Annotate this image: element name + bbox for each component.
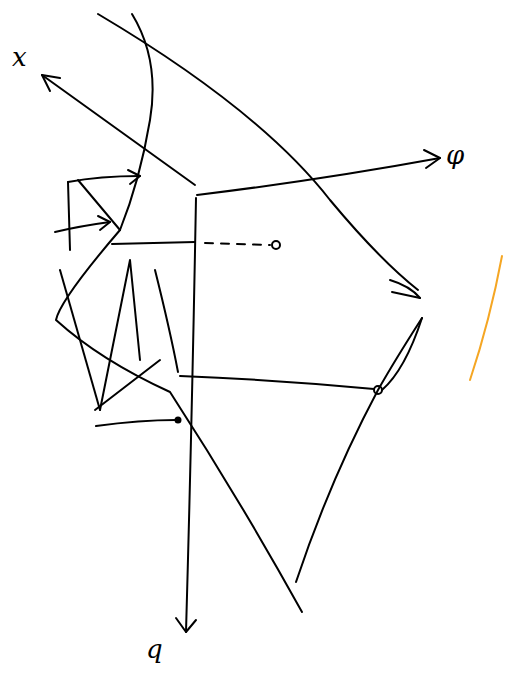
- x-axis: [42, 75, 195, 185]
- axis-label: q: [146, 636, 163, 662]
- spacer: [200, 296, 280, 330]
- slice-line: [382, 318, 422, 390]
- x-arrowhead: [42, 75, 60, 91]
- arrowhead: [98, 216, 110, 230]
- slice-point: [272, 241, 280, 249]
- slice-point: [374, 386, 382, 394]
- surface-corner: [390, 280, 420, 298]
- stroke: [60, 270, 100, 410]
- stroke: [68, 182, 70, 250]
- arrow: [96, 420, 176, 426]
- orange-stroke: [470, 256, 502, 380]
- axis-label: x: [12, 44, 27, 70]
- phi-axis: [197, 158, 440, 195]
- surface-edge: [98, 14, 418, 290]
- stroke: [95, 360, 160, 410]
- q-arrowhead: [176, 618, 196, 632]
- arrow: [55, 222, 110, 232]
- surface-edge: [296, 318, 422, 582]
- wave-curve: [56, 14, 302, 612]
- slice-line: [112, 242, 195, 244]
- q-axis: [186, 198, 196, 632]
- arrowhead: [128, 170, 140, 184]
- dot: [176, 418, 181, 423]
- stroke: [155, 270, 178, 372]
- slice-dashed: [205, 243, 270, 245]
- stroke: [100, 260, 140, 410]
- slice-line: [180, 376, 374, 389]
- phi-arrowhead: [424, 150, 440, 168]
- stroke: [78, 180, 120, 230]
- axis-label: φ: [446, 142, 464, 168]
- stroke: [392, 292, 420, 298]
